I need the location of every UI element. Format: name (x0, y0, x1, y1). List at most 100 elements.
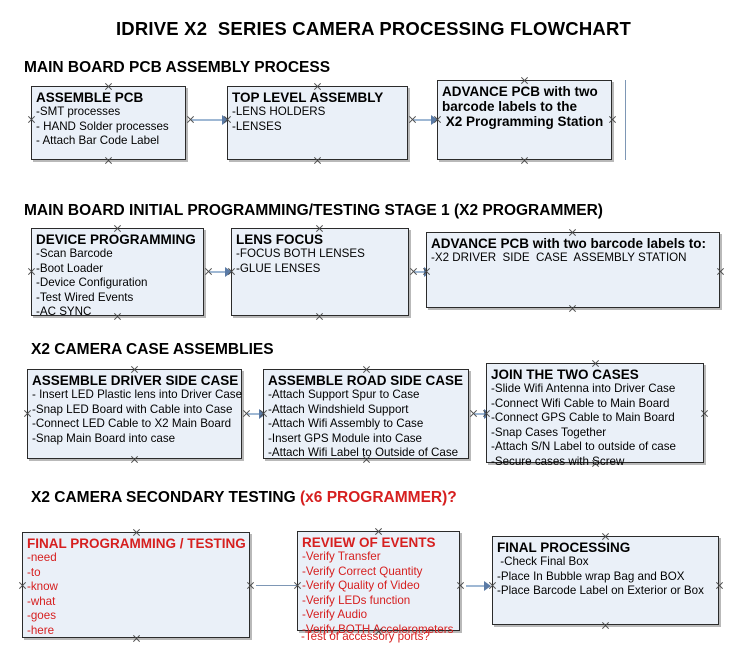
box-line: -Snap LED Board with Cable into Case (32, 402, 233, 416)
connector-1a (191, 119, 226, 121)
connection-handle-bottom[interactable] (520, 156, 529, 165)
box-line: -know (27, 580, 58, 594)
connection-handle-left[interactable] (259, 409, 268, 418)
connection-handle-bottom[interactable] (362, 455, 371, 464)
connection-handle-top[interactable] (315, 224, 324, 233)
connection-handle-bottom[interactable] (601, 621, 610, 630)
connection-handle-bottom[interactable] (130, 455, 139, 464)
box-line: - Insert LED Plastic lens into Driver Ca… (32, 388, 243, 401)
box-line: -Verify BOTH Accelerometers (302, 622, 454, 636)
line-segment-vertical (625, 80, 627, 160)
page-title: IDRIVE X2 SERIES CAMERA PROCESSING FLOWC… (115, 18, 632, 39)
section-heading-4: X2 CAMERA SECONDARY TESTING (x6 PROGRAMM… (31, 489, 457, 507)
connection-handle-bottom[interactable] (104, 156, 113, 165)
box-line: -FOCUS BOTH LENSES (236, 247, 365, 260)
connection-handle-right[interactable] (246, 581, 255, 590)
box-review-of-events[interactable]: REVIEW OF EVENTS -Verify Transfer -Verif… (297, 531, 460, 636)
connector-4b (466, 585, 490, 587)
box-assemble-driver-side-case[interactable]: ASSEMBLE DRIVER SIDE CASE - Insert LED P… (27, 369, 242, 459)
connection-handle-bottom[interactable] (132, 634, 141, 643)
box-title: DEVICE PROGRAMMING (36, 232, 196, 247)
box-line: - Attach Bar Code Label (36, 134, 160, 148)
box-line: -here (27, 623, 55, 637)
connection-handle-top[interactable] (313, 82, 322, 91)
connection-handle-top[interactable] (362, 365, 371, 374)
connection-handle-top[interactable] (104, 82, 113, 91)
box-lens-focus[interactable]: LENS FOCUS -FOCUS BOTH LENSES -GLUE LENS… (231, 228, 409, 316)
connection-handle-top[interactable] (374, 527, 383, 536)
connection-handle-left[interactable] (223, 115, 232, 124)
connection-handle-right[interactable] (700, 409, 709, 418)
box-advance-pcb-1[interactable]: ADVANCE PCB with two barcode labels to t… (437, 80, 612, 160)
box-join-the-two-cases[interactable]: JOIN THE TWO CASES -Slide Wifi Antenna i… (486, 363, 704, 468)
connection-handle-bottom[interactable] (568, 304, 577, 313)
connection-handle-right[interactable] (186, 115, 195, 124)
section-heading-4-text: X2 CAMERA SECONDARY TESTING (31, 489, 300, 506)
box-top-level-assembly[interactable]: TOP LEVEL ASSEMBLY -LENS HOLDERS -LENSES (227, 86, 408, 160)
connection-handle-top[interactable] (132, 528, 141, 537)
box-final-processing[interactable]: FINAL PROCESSING -Check Final Box -Place… (492, 536, 719, 625)
box-title: ASSEMBLE DRIVER SIDE CASE (32, 373, 239, 388)
connection-handle-left[interactable] (27, 267, 36, 276)
box-line: -Attach Wifi Label to Outside of Case (268, 446, 459, 460)
box-line: -Check Final Box (497, 555, 589, 568)
box-title: ASSEMBLE ROAD SIDE CASE (268, 373, 464, 388)
connection-handle-right[interactable] (715, 581, 724, 590)
box-line: -goes (27, 609, 57, 623)
box-line: -Verify Quality of Video (302, 579, 420, 593)
box-line: -X2 DRIVER SIDE CASE ASSEMBLY STATION (431, 251, 687, 264)
connection-handle-left[interactable] (18, 581, 27, 590)
box-line: -Slide Wifi Antenna into Driver Case (491, 382, 676, 395)
box-line: - HAND Solder processes (36, 119, 169, 133)
connection-handle-bottom[interactable] (315, 312, 324, 321)
box-line: -LENSES (232, 119, 282, 133)
connection-handle-top[interactable] (591, 359, 600, 368)
box-line: -Connect Wifi Cable to Main Board (491, 396, 670, 410)
connection-handle-left[interactable] (23, 409, 32, 418)
connection-handle-top[interactable] (113, 224, 122, 233)
box-line: -Attach S/N Label to outside of case (491, 440, 676, 454)
connection-handle-bottom[interactable] (591, 459, 600, 468)
section-heading-4-accent: (x6 PROGRAMMER)? (300, 489, 457, 506)
connection-handle-right[interactable] (469, 409, 478, 418)
box-assemble-pcb[interactable]: ASSEMBLE PCB -SMT processes - HAND Solde… (31, 86, 186, 160)
connection-handle-top[interactable] (130, 365, 139, 374)
box-device-programming[interactable]: DEVICE PROGRAMMING -Scan Barcode -Boot L… (31, 228, 204, 318)
connection-handle-top[interactable] (568, 228, 577, 237)
box-title: JOIN THE TWO CASES (491, 367, 639, 382)
connection-handle-left[interactable] (482, 409, 491, 418)
box-line: -Connect LED Cable to X2 Main Board (32, 417, 232, 431)
connection-handle-bottom[interactable] (374, 627, 383, 636)
connection-handle-left[interactable] (27, 115, 36, 124)
connection-handle-right[interactable] (456, 581, 465, 590)
connection-handle-top[interactable] (601, 532, 610, 541)
box-title: LENS FOCUS (236, 232, 324, 247)
box-line: X2 Programming Station (442, 114, 604, 129)
box-final-programming-testing[interactable]: FINAL PROGRAMMING / TESTING -need -to -k… (22, 532, 250, 638)
connection-handle-left[interactable] (227, 267, 236, 276)
connection-handle-right[interactable] (408, 115, 417, 124)
box-advance-pcb-2[interactable]: ADVANCE PCB with two barcode labels to: … (426, 232, 720, 308)
box-assemble-road-side-case[interactable]: ASSEMBLE ROAD SIDE CASE -Attach Support … (263, 369, 469, 459)
connection-handle-bottom[interactable] (113, 312, 122, 321)
box-line: -Verify Correct Quantity (302, 564, 423, 578)
section-heading-1: MAIN BOARD PCB ASSEMBLY PROCESS (24, 59, 331, 76)
box-overflow-line: -Test of accessory ports? (301, 630, 430, 643)
connection-handle-top[interactable] (520, 76, 529, 85)
connection-handle-right[interactable] (204, 267, 213, 276)
connection-handle-right[interactable] (608, 115, 617, 124)
connection-handle-left[interactable] (293, 581, 302, 590)
box-line: -Snap Main Board into case (32, 431, 176, 445)
box-line: -Insert GPS Module into Case (268, 431, 423, 445)
box-line: -GLUE LENSES (236, 261, 321, 275)
connection-handle-right[interactable] (409, 267, 418, 276)
box-line: -SMT processes (36, 105, 121, 118)
connection-handle-left[interactable] (433, 115, 442, 124)
connection-handle-left[interactable] (422, 267, 431, 276)
connection-handle-left[interactable] (488, 581, 497, 590)
connection-handle-right[interactable] (716, 267, 725, 276)
box-line: -AC SYNC (36, 305, 92, 319)
connection-handle-bottom[interactable] (313, 156, 322, 165)
connection-handle-right[interactable] (242, 409, 251, 418)
